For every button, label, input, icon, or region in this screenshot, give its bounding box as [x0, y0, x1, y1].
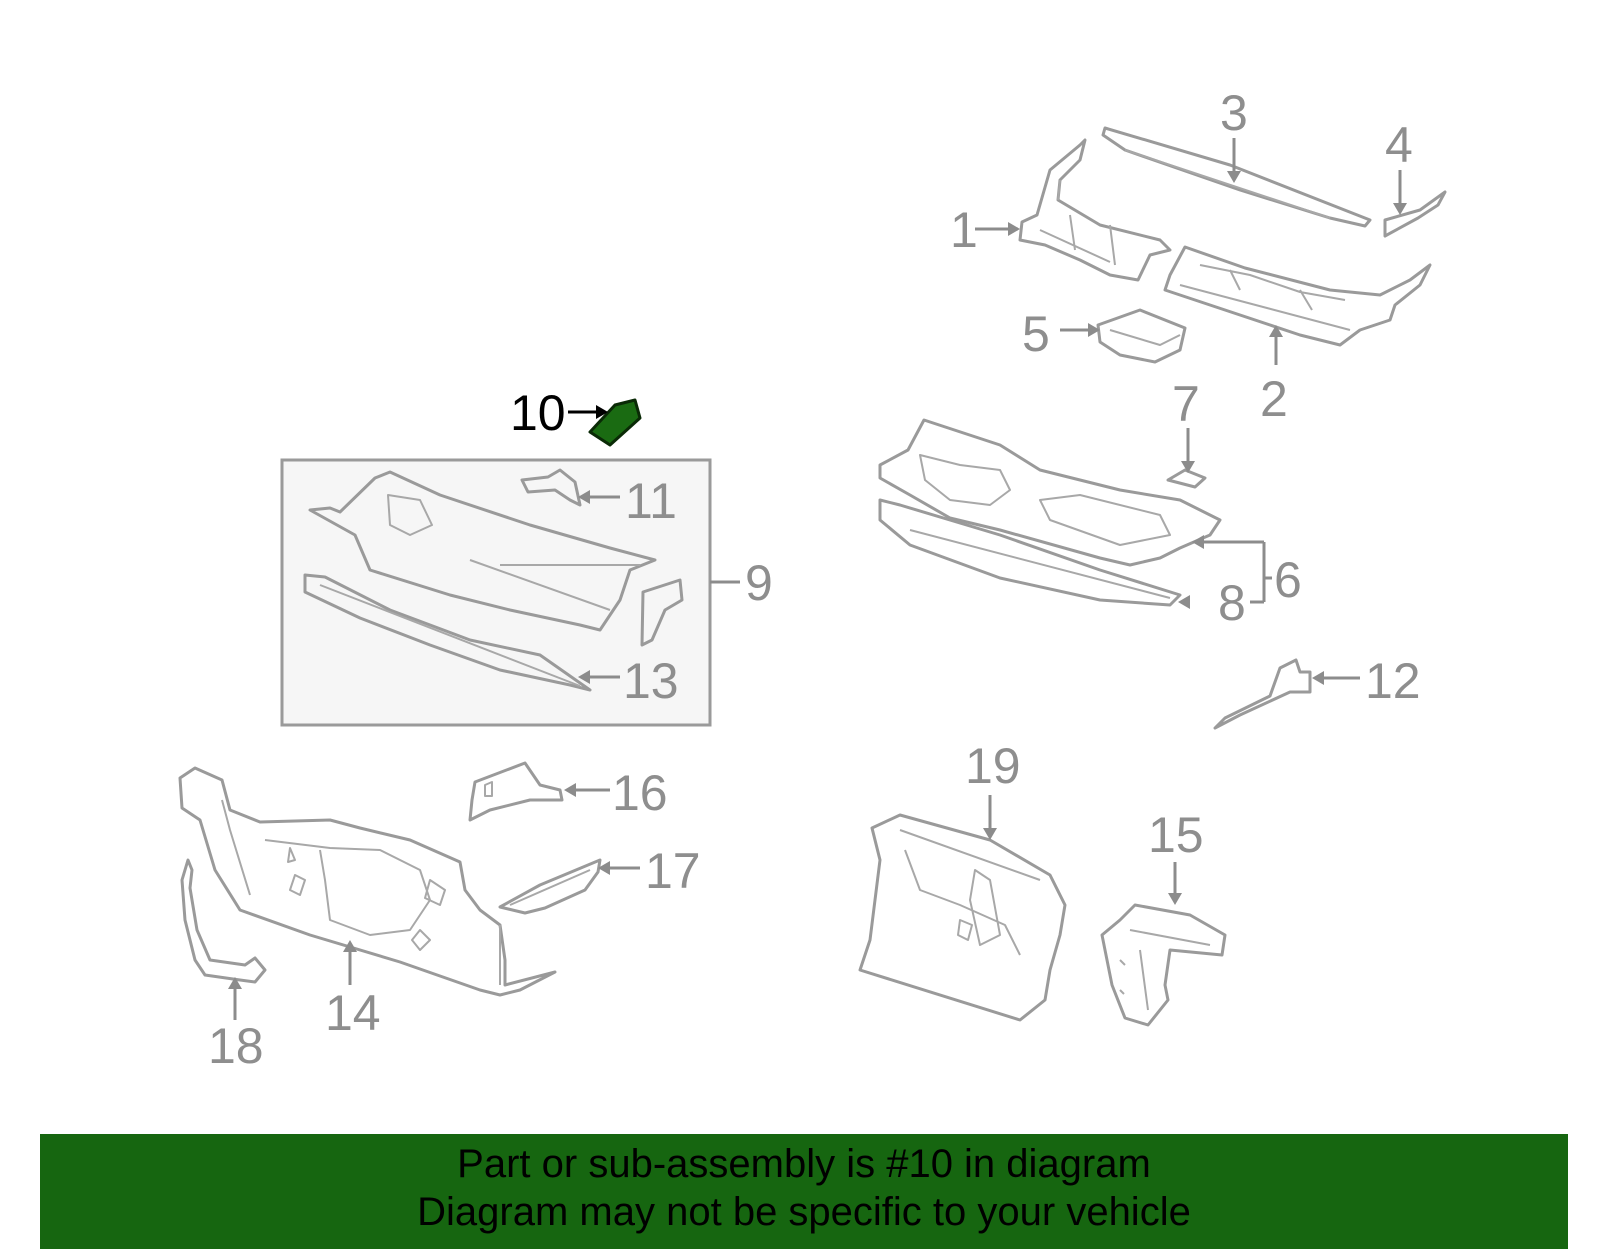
callout-16: 16 [612, 765, 668, 821]
part-8-shape [878, 498, 1182, 607]
callout-5: 5 [1022, 306, 1050, 362]
callout-13: 13 [623, 653, 679, 709]
callout-1: 1 [950, 202, 978, 258]
part-17-shape [498, 858, 602, 915]
callout-8: 8 [1218, 575, 1246, 631]
callout-9: 9 [745, 555, 773, 611]
part-15-shape [1100, 903, 1227, 1027]
callout-18: 18 [208, 1018, 264, 1074]
callout-11: 11 [625, 473, 677, 529]
part-19-shape [858, 813, 1067, 1022]
part-3-shape [1101, 126, 1372, 228]
part-1-shape [1018, 138, 1172, 282]
part-12-shape [1213, 658, 1312, 730]
callout-12: 12 [1365, 653, 1421, 709]
banner-line-1: Part or sub-assembly is #10 in diagram [457, 1142, 1151, 1186]
part-13-shape [303, 573, 592, 692]
callout-2: 2 [1260, 371, 1288, 427]
leader-lines [228, 138, 1407, 1020]
callout-17: 17 [645, 843, 701, 899]
callout-6: 6 [1274, 552, 1302, 608]
callout-19: 19 [965, 738, 1021, 794]
callout-15: 15 [1148, 807, 1204, 863]
part-9-inner-shape [308, 470, 684, 647]
part-16-shape [468, 761, 564, 822]
part-11-shape [520, 468, 582, 507]
callout-labels: 1 2 3 4 5 6 7 8 9 10 11 12 13 14 15 16 1… [208, 85, 1421, 1074]
part-5-shape [1096, 308, 1187, 364]
callout-4: 4 [1385, 117, 1413, 173]
info-banner: Part or sub-assembly is #10 in diagram D… [40, 1134, 1568, 1249]
part-2-shape [1163, 245, 1432, 347]
part-10-shape [588, 398, 642, 447]
callout-14: 14 [325, 985, 381, 1041]
callout-7: 7 [1172, 376, 1200, 432]
callout-10: 10 [510, 385, 566, 441]
part-7-shape [1166, 468, 1207, 489]
callout-3: 3 [1220, 85, 1248, 141]
part-6-shape [878, 418, 1222, 567]
part-4-shape [1383, 190, 1447, 238]
part-18-shape [180, 858, 267, 984]
banner-line-2: Diagram may not be specific to your vehi… [417, 1190, 1191, 1234]
part-14-shape [178, 766, 557, 997]
